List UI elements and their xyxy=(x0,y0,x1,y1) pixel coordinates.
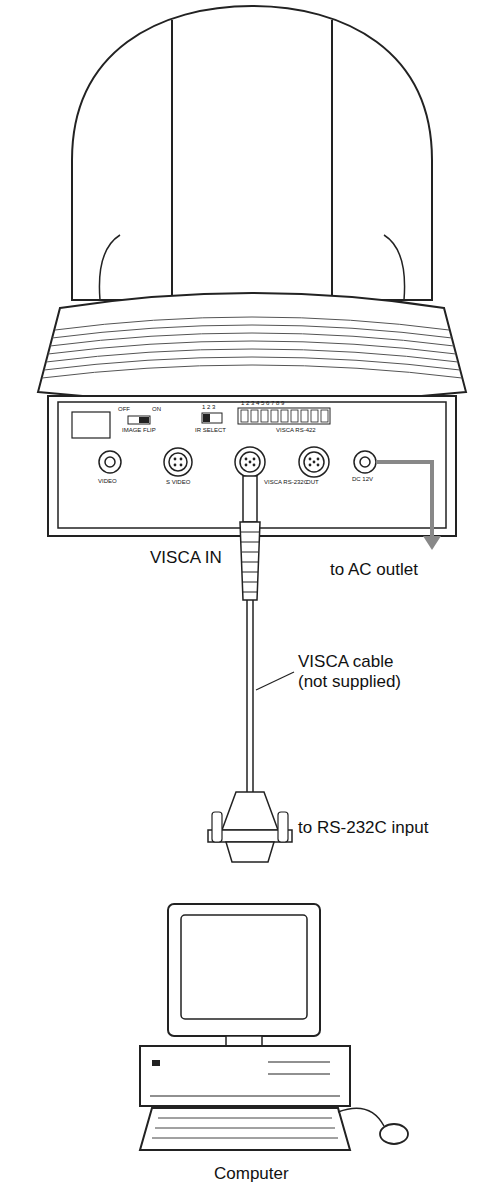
ir-window xyxy=(72,412,110,438)
port-label: VISCA RS-232C xyxy=(264,479,308,486)
dome-side-line xyxy=(99,235,404,300)
flip-switch-knob xyxy=(139,417,149,423)
computer-unit xyxy=(140,1046,350,1106)
ring-ridges xyxy=(42,317,462,378)
connector-label: to RS-232C input xyxy=(298,818,428,838)
mini-din-plug xyxy=(243,476,257,522)
drive-slots xyxy=(150,1062,340,1096)
switch-label: OFF xyxy=(118,406,130,413)
port-label: OUT xyxy=(306,479,319,486)
camera-dome xyxy=(72,6,432,300)
switch-label: ON xyxy=(152,406,161,413)
visca-cable xyxy=(247,600,253,792)
mouse xyxy=(380,1124,408,1144)
switch-label: IR SELECT xyxy=(195,427,226,434)
strain-relief xyxy=(240,522,260,600)
leader-line xyxy=(256,672,294,690)
switch-label: IMAGE FLIP xyxy=(122,427,156,434)
thumbscrew xyxy=(278,812,288,842)
connector-label: VISCA IN xyxy=(150,548,222,568)
port-label: DC 12V xyxy=(352,476,373,483)
mouse-cord xyxy=(338,1108,384,1126)
keyboard-keys xyxy=(152,1118,338,1138)
dome-window-edge xyxy=(172,20,332,300)
connector-pins xyxy=(174,458,320,467)
db9-hood xyxy=(222,792,278,830)
port-label: S VIDEO xyxy=(166,479,190,486)
port-label: VISCA RS-422 xyxy=(276,427,316,434)
power-cord xyxy=(376,462,432,538)
flip-switch xyxy=(128,416,150,424)
monitor-screen xyxy=(181,915,307,1019)
dip-levers xyxy=(241,410,328,422)
ir-select-knob xyxy=(203,414,210,422)
monitor xyxy=(168,904,320,1036)
keyboard xyxy=(140,1108,350,1150)
device-label: Computer xyxy=(214,1164,289,1184)
camera-base-box xyxy=(48,396,456,536)
power-led xyxy=(152,1060,160,1066)
dip-number: 1 2 3 4 5 6 7 8 9 xyxy=(241,400,284,407)
db9-shell xyxy=(226,842,274,862)
dip-switch xyxy=(238,408,330,424)
cord-label: to AC outlet xyxy=(330,560,418,580)
panel-connectors xyxy=(99,447,376,477)
power-arrowhead xyxy=(423,536,441,550)
camera-base-ring xyxy=(38,293,466,403)
strain-relief-ridges xyxy=(241,532,259,592)
cable-label: VISCA cable (not supplied) xyxy=(298,652,426,693)
monitor-stand xyxy=(226,1036,262,1046)
thumbscrew xyxy=(212,812,222,842)
switch-label: 1 2 3 xyxy=(202,404,215,411)
ir-select-switch xyxy=(202,413,222,423)
port-label: VIDEO xyxy=(98,478,117,485)
rear-panel xyxy=(58,402,446,528)
